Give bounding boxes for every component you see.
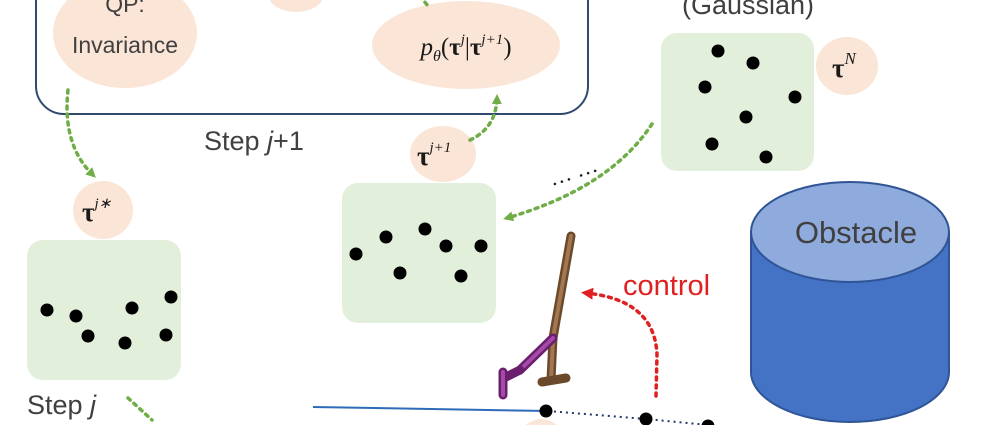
point <box>639 412 653 425</box>
step-j-panel <box>27 240 181 380</box>
point <box>788 90 802 104</box>
trajectory-points <box>539 404 715 425</box>
point <box>418 222 432 236</box>
step-j-points <box>40 290 178 350</box>
tau-n-label: τN <box>832 49 857 83</box>
point <box>711 44 725 58</box>
point <box>379 230 393 244</box>
bottom-partial-node <box>526 419 557 425</box>
tau-n-node <box>816 37 878 95</box>
obstacle-body <box>750 231 950 423</box>
gaussian-points <box>698 44 802 164</box>
robot-walker <box>498 231 576 400</box>
control-arrow <box>581 287 659 398</box>
point <box>159 328 173 342</box>
step-box-label: Step j+1 <box>204 126 304 156</box>
point <box>701 419 715 425</box>
point <box>125 301 139 315</box>
tau-jstar-node <box>73 181 133 239</box>
point <box>349 247 363 261</box>
point <box>454 269 468 283</box>
robot-right-foot <box>537 373 571 387</box>
point <box>69 309 83 323</box>
tau-j1-node <box>410 126 476 182</box>
p-theta-node <box>372 1 560 89</box>
obstacle-top <box>750 181 950 283</box>
step-box <box>35 0 589 115</box>
point <box>164 290 178 304</box>
point <box>474 239 488 253</box>
point <box>539 404 553 418</box>
arrow-topbox-to-ptheta <box>420 0 430 8</box>
point <box>439 239 453 253</box>
arrow-stepj-out <box>126 396 154 422</box>
point <box>698 80 712 94</box>
point <box>393 266 407 280</box>
control-label: control <box>623 270 710 302</box>
arrow-qp-to-taujstar <box>65 88 96 178</box>
obstacle-cylinder <box>750 181 950 423</box>
step-j1-panel <box>342 183 496 323</box>
ellipsis-label: … … <box>546 152 601 191</box>
trajectory-line <box>547 410 709 425</box>
obstacle-label: Obstacle <box>795 215 917 250</box>
step-j1-points <box>349 222 488 283</box>
ground-line <box>312 406 549 412</box>
point <box>746 56 760 70</box>
qp-label-line1: QP: <box>105 0 145 17</box>
p-theta-label: pθ(τj|τj+1) <box>418 32 511 65</box>
point <box>739 110 753 124</box>
qp-label-line2: Invariance <box>72 32 178 58</box>
point <box>40 303 54 317</box>
point <box>705 137 719 151</box>
tau-j1-label: τj+1 <box>417 140 451 171</box>
arrow-tauj1-to-ptheta <box>468 94 502 142</box>
gaussian-label: (Gaussian) <box>682 0 814 20</box>
point <box>118 336 132 350</box>
step-j-label: Step j <box>27 390 97 420</box>
point <box>759 150 773 164</box>
gaussian-panel <box>661 33 814 171</box>
partial-node <box>269 0 323 12</box>
arrow-gaussian-to-stepj1 <box>503 122 654 222</box>
point <box>81 329 95 343</box>
tau-jstar-label: τj∗ <box>82 196 112 227</box>
qp-node <box>53 0 197 88</box>
